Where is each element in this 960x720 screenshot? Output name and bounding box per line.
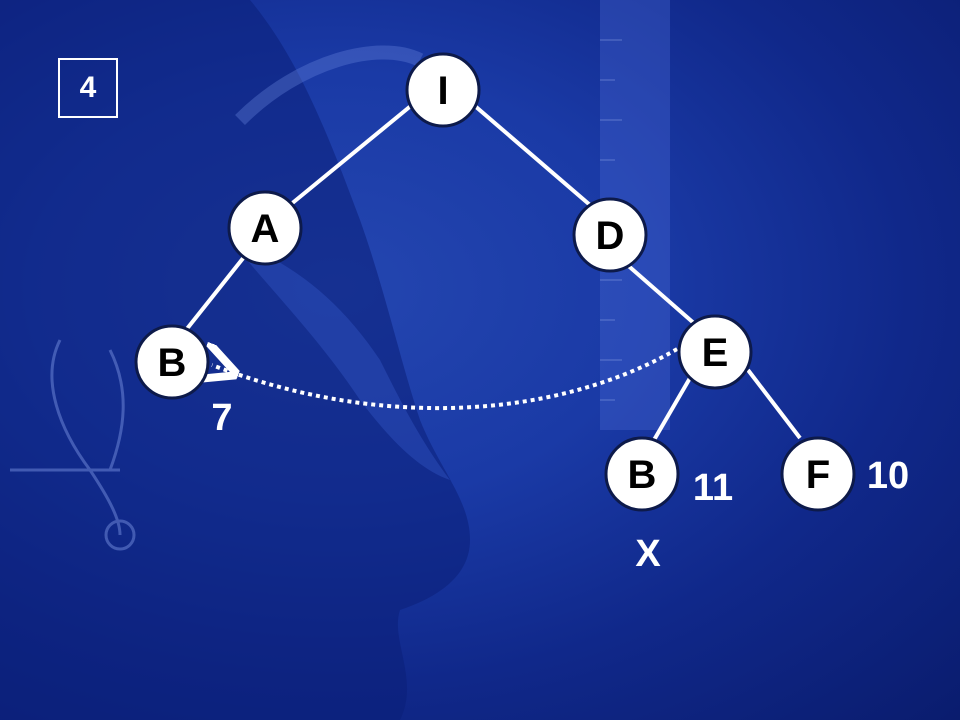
node-d-label: D xyxy=(596,214,625,258)
f-value: 10 xyxy=(867,455,909,497)
node-e-label: E xyxy=(702,331,729,375)
edge-i-a xyxy=(288,98,420,207)
b-right-value: 11 xyxy=(693,467,733,509)
face-highlight xyxy=(230,240,450,480)
node-b-left-label: B xyxy=(158,341,187,385)
node-b-left: B xyxy=(134,324,210,400)
transposition-arrow xyxy=(212,345,686,411)
node-a: A xyxy=(227,190,303,266)
edge-d-e xyxy=(622,260,698,327)
node-e: E xyxy=(677,314,753,390)
caliper-sketch xyxy=(10,339,136,551)
node-b-right-label: B xyxy=(628,453,657,497)
node-i-label: I xyxy=(437,69,448,113)
edge-e-f xyxy=(746,368,802,440)
faint-arc xyxy=(235,45,424,125)
edge-a-b xyxy=(184,250,250,332)
pruned-mark: X xyxy=(635,533,661,575)
node-i: I xyxy=(405,52,481,128)
edge-e-b xyxy=(652,376,692,442)
node-d: D xyxy=(572,197,648,273)
node-a-label: A xyxy=(251,207,280,251)
page-number: 4 xyxy=(58,58,118,118)
b-left-value: 7 xyxy=(211,397,232,439)
node-f-label: F xyxy=(806,453,830,497)
node-f: F xyxy=(780,436,856,512)
node-b-right: B xyxy=(604,436,680,512)
edge-i-d xyxy=(466,98,592,207)
